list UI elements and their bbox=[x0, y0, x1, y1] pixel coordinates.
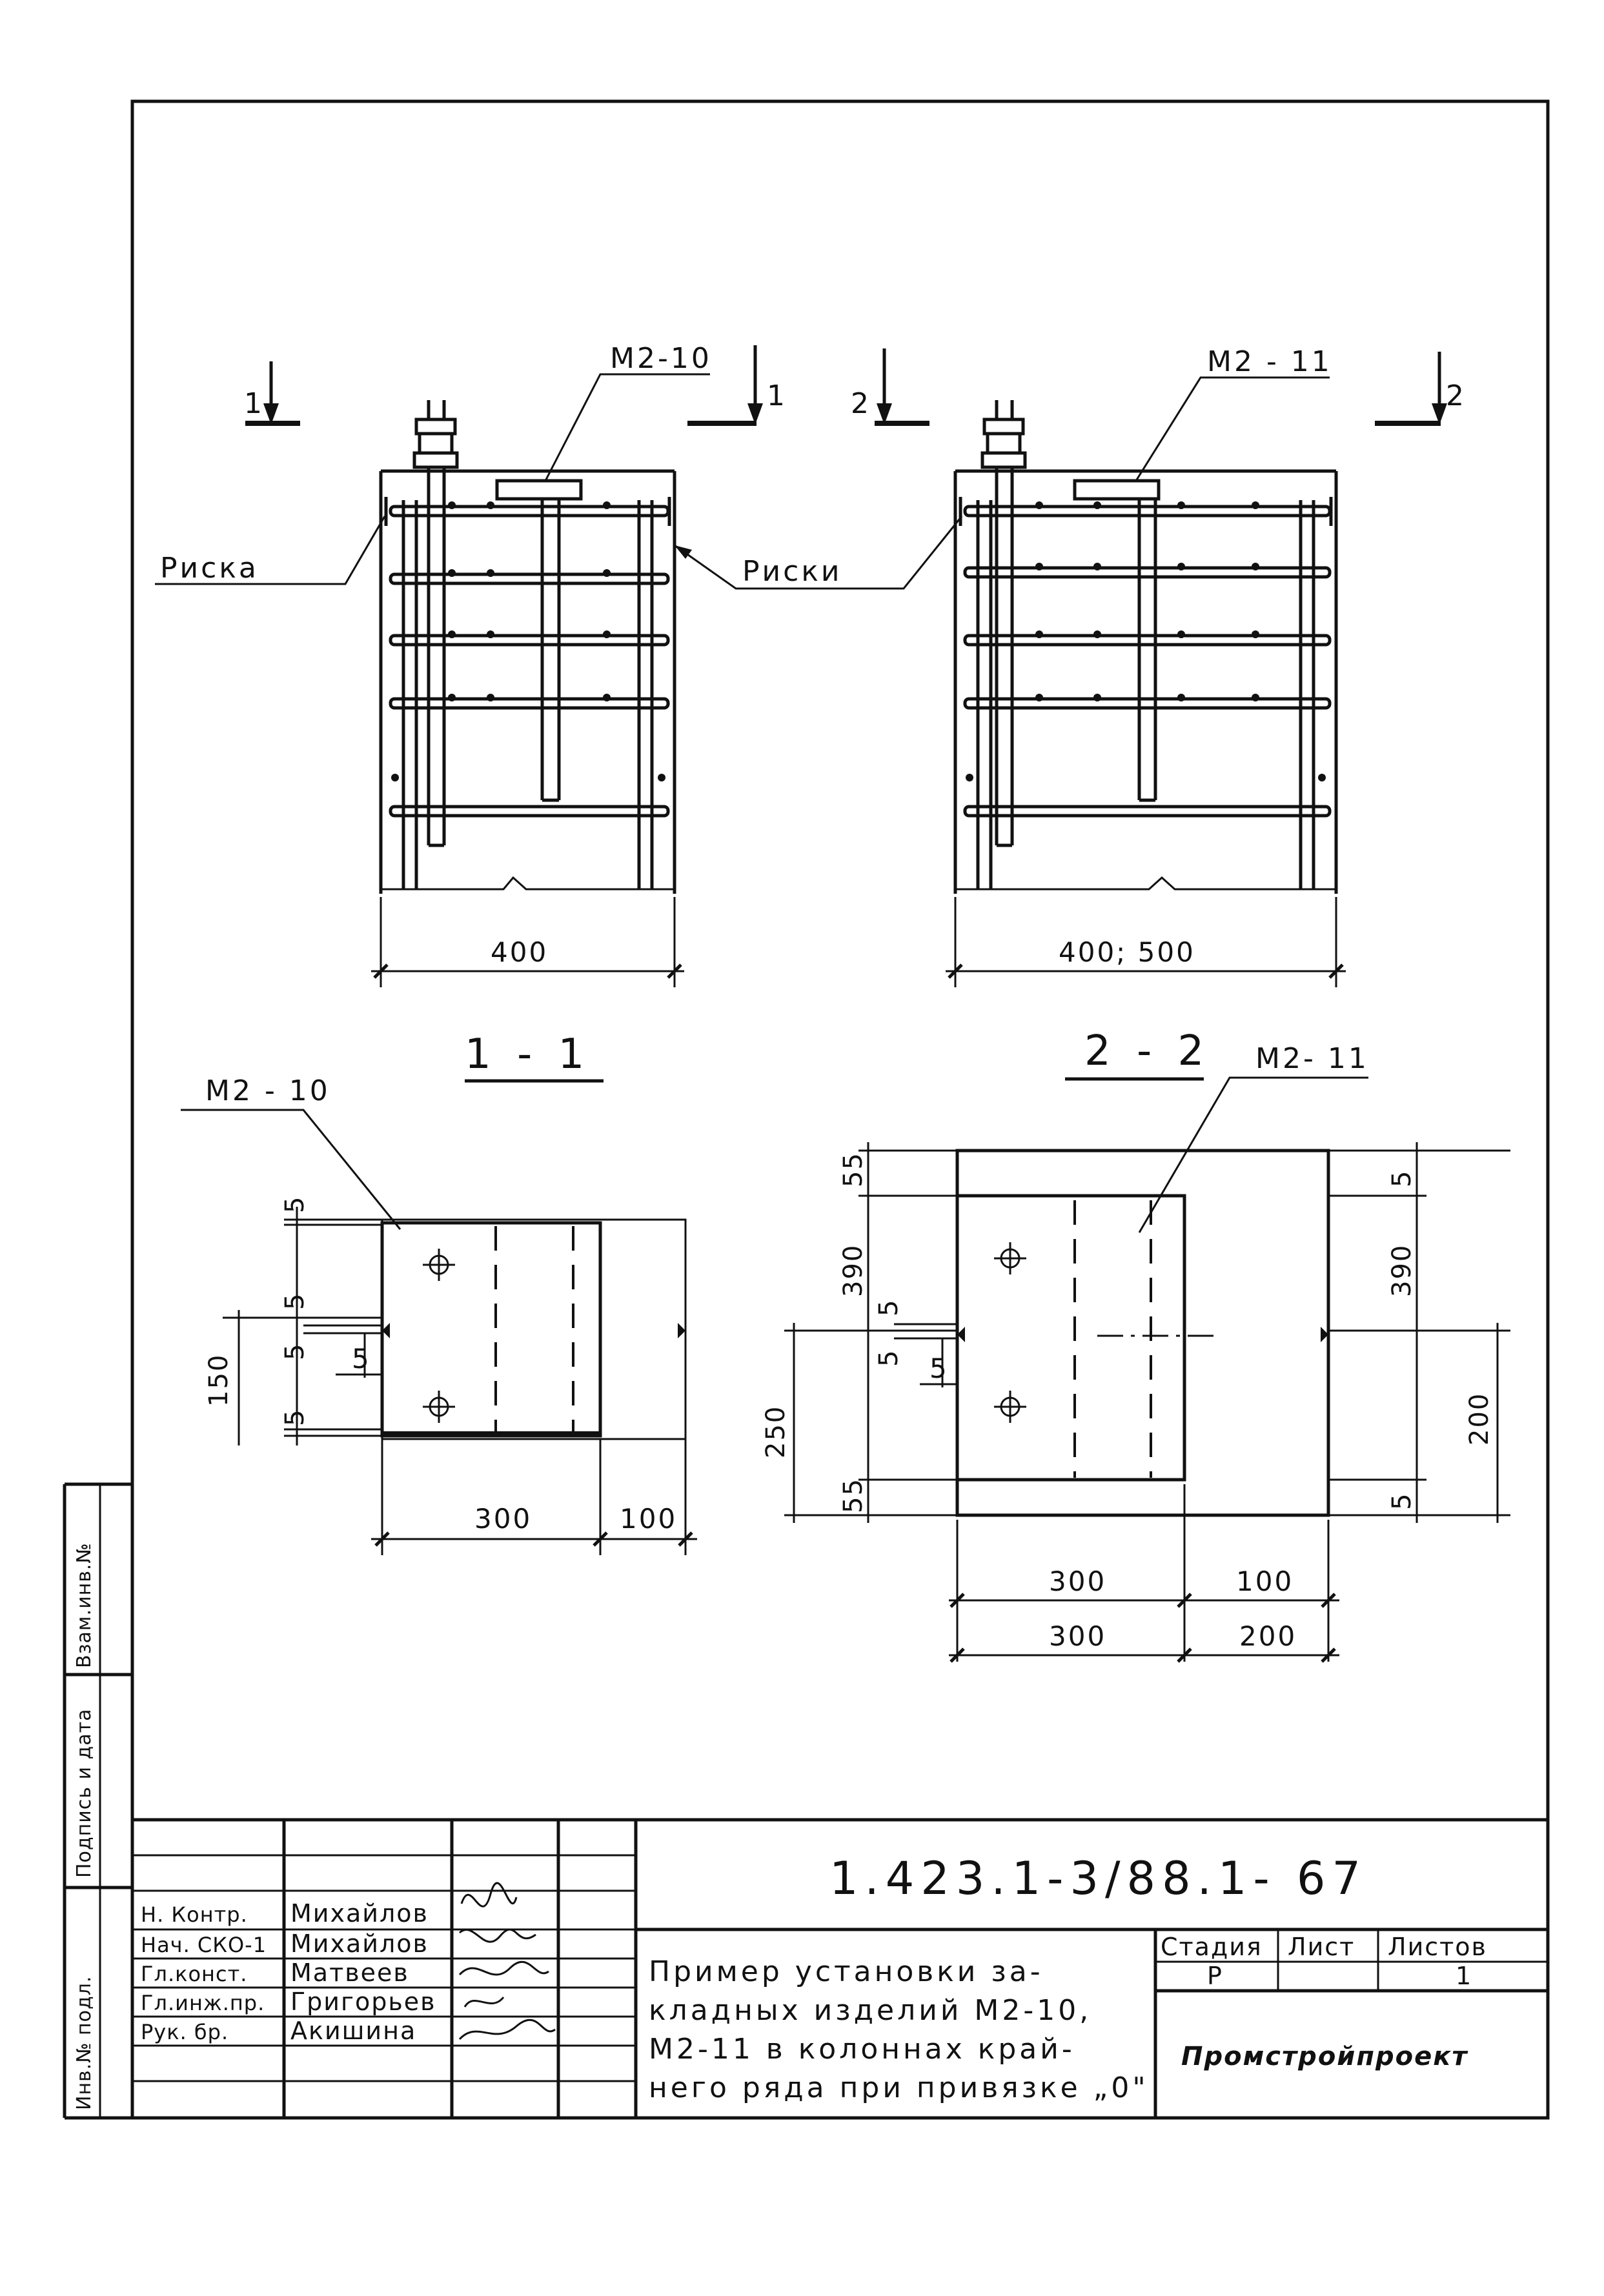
bar-dots-left bbox=[391, 501, 665, 781]
side-stamp: Инв.№ подл. Подпись и дата Взам.инв.№ bbox=[73, 1542, 96, 2110]
label-riski: Риски bbox=[742, 555, 842, 588]
role-0: Н. Контр. bbox=[141, 1902, 248, 1927]
label-m2-11-section: М2- 11 bbox=[1255, 1042, 1369, 1075]
role-1: Нач. СКО-1 bbox=[141, 1933, 267, 1957]
section-mark-right-2: 2 bbox=[1375, 352, 1467, 426]
title-line-2: кладных изделий М2-10, bbox=[649, 1994, 1091, 2027]
dim-300-s1: 300 bbox=[474, 1503, 532, 1535]
dim-5-mid-b-s2: 5 bbox=[874, 1349, 904, 1367]
dim-400: 400 bbox=[491, 936, 548, 968]
anchor-bolt-2 bbox=[980, 400, 1027, 847]
stirrups-left bbox=[389, 505, 670, 818]
section-mark-left-2: 2 bbox=[851, 348, 929, 426]
stage-header: Стадия bbox=[1161, 1933, 1263, 1961]
name-2: Матвеев bbox=[290, 1959, 409, 1987]
label-m2-10-section: М2 - 10 bbox=[205, 1074, 330, 1107]
view-top-left: 1 1 bbox=[155, 342, 787, 987]
role-3: Гл.инж.пр. bbox=[141, 1991, 265, 2015]
dim-300-s2-row1: 300 bbox=[1049, 1566, 1106, 1597]
title-block: Н. Контр. Михайлов Нач. СКО-1 Михайлов Г… bbox=[132, 1818, 1548, 2118]
name-3: Григорьев bbox=[290, 1988, 436, 2016]
label-m2-10-top: М2-10 bbox=[610, 342, 712, 375]
section-1-title: 1 - 1 bbox=[465, 1031, 591, 1078]
organization: Промстройпроект bbox=[1181, 2042, 1468, 2071]
section-mark-left-1: 1 bbox=[244, 361, 300, 426]
label-m2-11-top: М2 - 11 bbox=[1207, 345, 1332, 378]
dim-5-bottom: 5 bbox=[280, 1409, 310, 1426]
dim-5-mid-a-s2: 5 bbox=[874, 1299, 904, 1316]
doc-code: 1.423.1-3/88.1- 67 bbox=[829, 1852, 1367, 1905]
dim-5-right-top: 5 bbox=[1387, 1170, 1417, 1187]
embedded-plate-m2-11 bbox=[1073, 479, 1161, 501]
dim-250: 250 bbox=[761, 1405, 791, 1458]
dim-150: 150 bbox=[204, 1354, 234, 1407]
dim-390-right: 390 bbox=[1387, 1244, 1417, 1297]
side-sign-date: Подпись и дата bbox=[73, 1709, 96, 1878]
anchor-bolt bbox=[412, 400, 459, 847]
role-4: Рук. бр. bbox=[141, 2020, 228, 2044]
section-2-title: 2 - 2 bbox=[1084, 1027, 1210, 1075]
section-mark-right-1: 1 bbox=[687, 345, 787, 426]
dim-200-right: 200 bbox=[1465, 1393, 1494, 1445]
section-2-2: 2 - 2 М2- 11 55 390 250 55 5 5 bbox=[761, 1027, 1510, 1663]
title-line-1: Пример установки за- bbox=[649, 1955, 1044, 1988]
view-top-right: 2 2 bbox=[674, 345, 1467, 987]
side-inv-original: Инв.№ подл. bbox=[73, 1976, 96, 2110]
dim-5-mid-c-s2: 5 bbox=[929, 1353, 949, 1384]
label-riska: Риска bbox=[160, 552, 259, 585]
dim-5-mid-a: 5 bbox=[280, 1293, 310, 1310]
signatures bbox=[458, 1882, 556, 2040]
sheet-frame bbox=[63, 99, 1550, 2120]
embedded-plate-m2-10 bbox=[495, 479, 583, 501]
section-mark-left-label: 1 bbox=[244, 387, 265, 420]
sheets-header: Листов bbox=[1388, 1933, 1487, 1961]
sheet-header: Лист bbox=[1288, 1933, 1355, 1961]
dim-5-top: 5 bbox=[280, 1196, 310, 1213]
dim-55-top: 55 bbox=[838, 1152, 868, 1187]
title-line-4: него ряда при привязке „0" bbox=[649, 2071, 1149, 2104]
dim-400-500: 400; 500 bbox=[1059, 936, 1195, 968]
section-mark-left-2-label: 2 bbox=[851, 387, 871, 420]
sheets-value: 1 bbox=[1456, 1962, 1472, 1990]
section-mark-right-label: 1 bbox=[767, 379, 787, 412]
stirrups-right bbox=[963, 505, 1332, 818]
dim-200-s2-row2: 200 bbox=[1239, 1620, 1297, 1652]
dim-5-mid-c: 5 bbox=[352, 1343, 371, 1375]
role-2: Гл.конст. bbox=[141, 1962, 247, 1986]
dim-100-s2-row1: 100 bbox=[1236, 1566, 1294, 1597]
dim-5-right-bottom: 5 bbox=[1387, 1493, 1417, 1510]
section-1-1: 1 - 1 М2 - 10 5 5 5 5 5 bbox=[181, 1031, 697, 1555]
name-1: Михайлов bbox=[290, 1929, 429, 1958]
name-4: Акишина bbox=[290, 2017, 416, 2045]
title-line-3: М2-11 в колоннах край- bbox=[649, 2033, 1075, 2066]
dim-300-s2-row2: 300 bbox=[1049, 1620, 1106, 1652]
section-mark-right-2-label: 2 bbox=[1446, 379, 1467, 412]
dim-100-s1: 100 bbox=[620, 1503, 677, 1535]
dim-390-left: 390 bbox=[838, 1244, 868, 1297]
bar-dots-right bbox=[966, 501, 1326, 781]
name-0: Михайлов bbox=[290, 1899, 429, 1928]
dim-55-bottom: 55 bbox=[838, 1478, 868, 1513]
side-inv-replace: Взам.инв.№ bbox=[73, 1542, 96, 1668]
dim-5-mid-b: 5 bbox=[280, 1343, 310, 1360]
stage-value: Р bbox=[1207, 1962, 1223, 1990]
